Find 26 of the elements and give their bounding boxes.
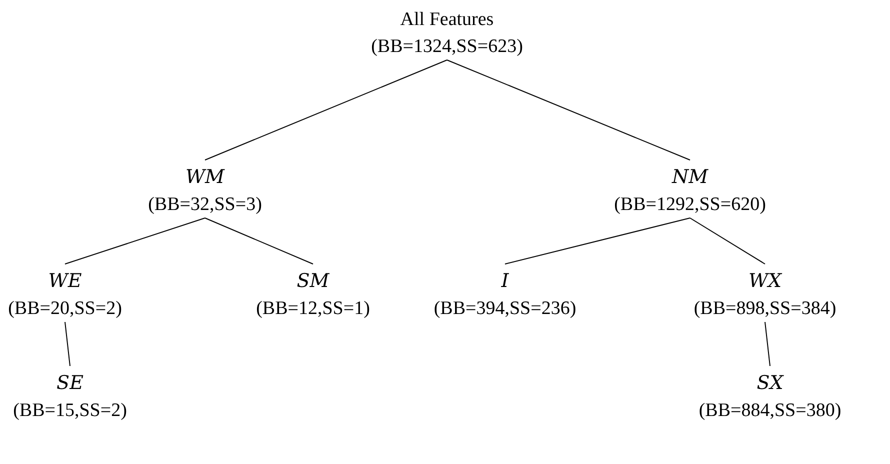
- tree-branch-line: [764, 322, 770, 366]
- tree-branch-line: [446, 60, 690, 160]
- count-label: (BB=20,SS=2): [8, 297, 122, 321]
- symbol-label: NM: [672, 165, 708, 190]
- count-label: (BB=15,SS=2): [13, 399, 127, 423]
- tree-branch-line: [64, 322, 70, 366]
- symbol-label: WM: [186, 165, 224, 190]
- symbol-label: SX: [756, 371, 784, 396]
- tree-branch-line: [204, 218, 314, 264]
- count-label: (BB=898,SS=384): [694, 297, 836, 321]
- tree-branch-line: [204, 60, 448, 160]
- count-label: (BB=884,SS=380): [698, 399, 842, 423]
- symbol-label: WE: [48, 269, 82, 294]
- node-title: All Features: [400, 8, 494, 32]
- count-label: (BB=394,SS=236): [434, 297, 576, 321]
- count-label: (BB=12,SS=1): [256, 297, 370, 321]
- symbol-label: WX: [748, 269, 782, 294]
- tree-branch-line: [690, 218, 766, 264]
- count-label: (BB=1292,SS=620): [614, 193, 766, 217]
- symbol-label: SM: [296, 269, 330, 294]
- symbol-label: SE: [56, 371, 84, 396]
- tree-branch-line: [504, 218, 690, 264]
- tree-branch-line: [64, 218, 206, 264]
- symbol-label: I: [501, 269, 509, 294]
- count-label: (BB=32,SS=3): [148, 193, 262, 217]
- count-label: (BB=1324,SS=623): [371, 35, 523, 59]
